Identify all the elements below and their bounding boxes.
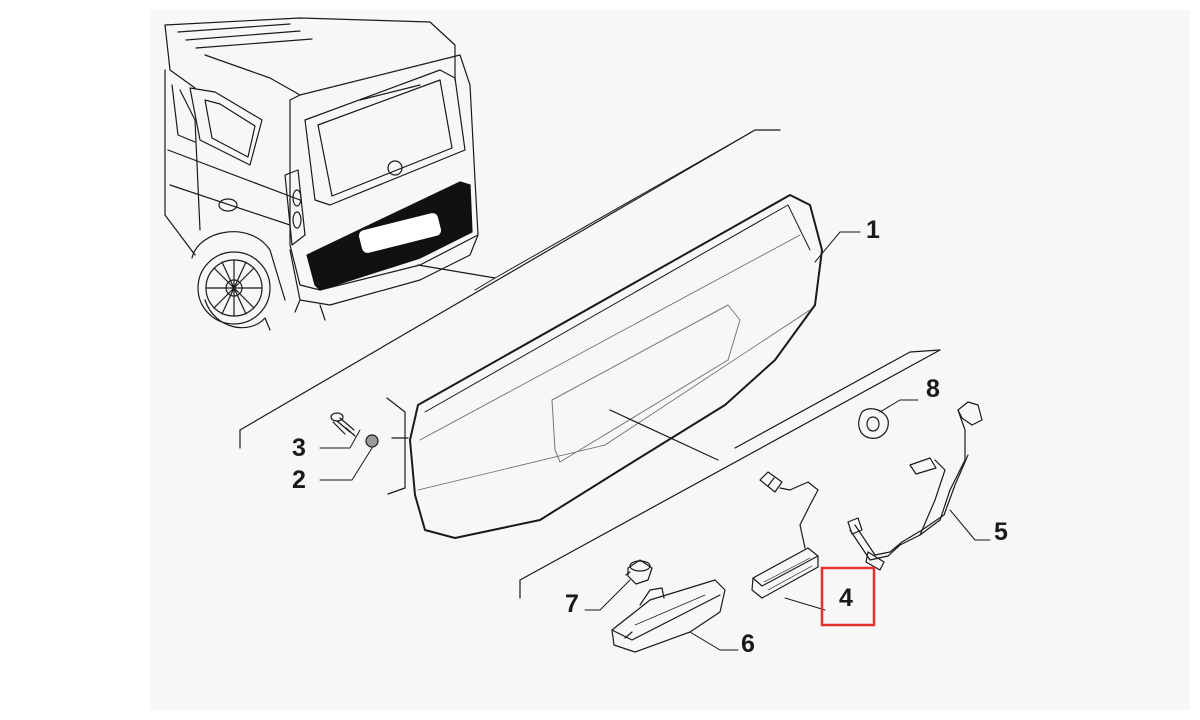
diagram-background [150, 10, 1190, 710]
nut-part-2 [365, 434, 379, 448]
callout-4: 4 [839, 584, 853, 612]
lamp-housing-part-6 [611, 579, 726, 653]
highlight-box-callout-4 [820, 566, 876, 627]
callout-7: 7 [565, 590, 579, 618]
callout-1: 1 [866, 216, 880, 244]
callout-8: 8 [926, 375, 940, 403]
wire-harness-part-5 [847, 401, 983, 571]
van-to-part-leader [417, 264, 496, 279]
bulb-part-7 [625, 559, 653, 585]
van-illustration [164, 17, 479, 331]
screw-part-3 [330, 412, 356, 437]
callout-2: 2 [292, 466, 306, 494]
callout-6: 6 [741, 630, 755, 658]
grommet-part-8 [858, 408, 889, 439]
callout-3: 3 [292, 434, 306, 462]
switch-part-4 [751, 471, 819, 599]
trim-panel [409, 194, 823, 539]
callout-5: 5 [994, 518, 1008, 546]
